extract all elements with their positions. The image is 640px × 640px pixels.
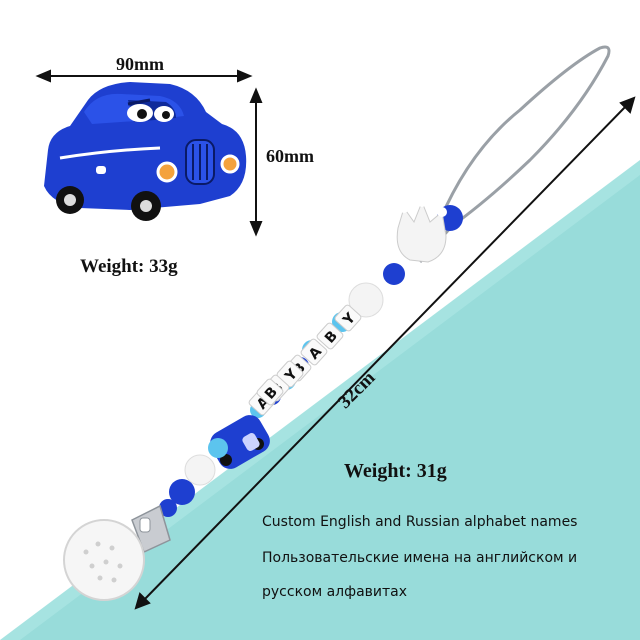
teal-background-shadow	[20, 175, 640, 640]
caption-line-2: Пользовательские имена на английском и	[262, 550, 578, 566]
caption-line-3: русском алфавитах	[262, 584, 408, 600]
width-arrow	[35, 69, 253, 83]
caption-line-1: Custom English and Russian alphabet name…	[262, 514, 578, 530]
teether-width-label: 90mm	[116, 54, 164, 74]
crown-bead	[396, 197, 447, 263]
letter-cube-group: Y B A B Y B A B	[248, 304, 362, 416]
teether-weight-label: Weight: 33g	[80, 256, 178, 277]
car-headlight-right	[220, 154, 240, 174]
car-teether	[44, 82, 247, 221]
clip-head	[63, 519, 145, 601]
clip-weight-label: Weight: 31g	[344, 460, 447, 482]
teether-height-label: 60mm	[266, 146, 314, 166]
mini-car-bead	[210, 415, 270, 469]
length-arrow	[134, 96, 636, 610]
height-arrow	[249, 87, 263, 237]
car-headlight-left	[156, 161, 178, 183]
pacifier-clip	[63, 504, 171, 601]
